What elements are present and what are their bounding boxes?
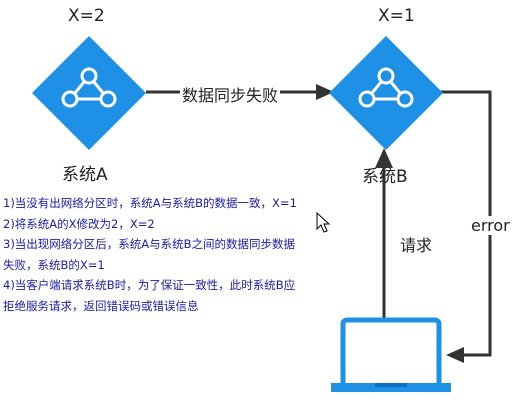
note-line: 2)将系统A的X修改为2，X=2 bbox=[3, 216, 155, 231]
error-edge-label: error bbox=[469, 216, 512, 235]
request-edge-label: 请求 bbox=[400, 236, 433, 255]
node-icon bbox=[32, 36, 146, 150]
note-line: 失败，系统B的X=1 bbox=[3, 257, 105, 272]
node-icon bbox=[329, 36, 443, 150]
notes-text: 1)当没有出网络分区时，系统A与系统B的数据一致，X=1 2)将系统A的X修改为… bbox=[3, 193, 348, 316]
laptop-icon bbox=[331, 317, 451, 392]
note-line: 4)当客户端请求系统B时，为了保证一致性，此时系统B应 bbox=[3, 278, 296, 292]
note-line: 1)当没有出网络分区时，系统A与系统B的数据一致，X=1 bbox=[3, 196, 297, 210]
note-line: 3)当出现网络分区后，系统A与系统B之间的数据同步数据 bbox=[3, 237, 296, 251]
node-a-x-value: X=2 bbox=[68, 6, 105, 26]
sync-edge-label: 数据同步失败 bbox=[180, 82, 281, 106]
node-a-name: 系统A bbox=[62, 165, 108, 185]
node-b-x-value: X=1 bbox=[378, 6, 415, 26]
note-line: 拒绝服务请求，返回错误码或错误信息 bbox=[3, 298, 199, 313]
node-b-name: 系统B bbox=[362, 167, 408, 187]
request-arrow bbox=[375, 148, 393, 318]
cursor-icon bbox=[316, 211, 331, 233]
